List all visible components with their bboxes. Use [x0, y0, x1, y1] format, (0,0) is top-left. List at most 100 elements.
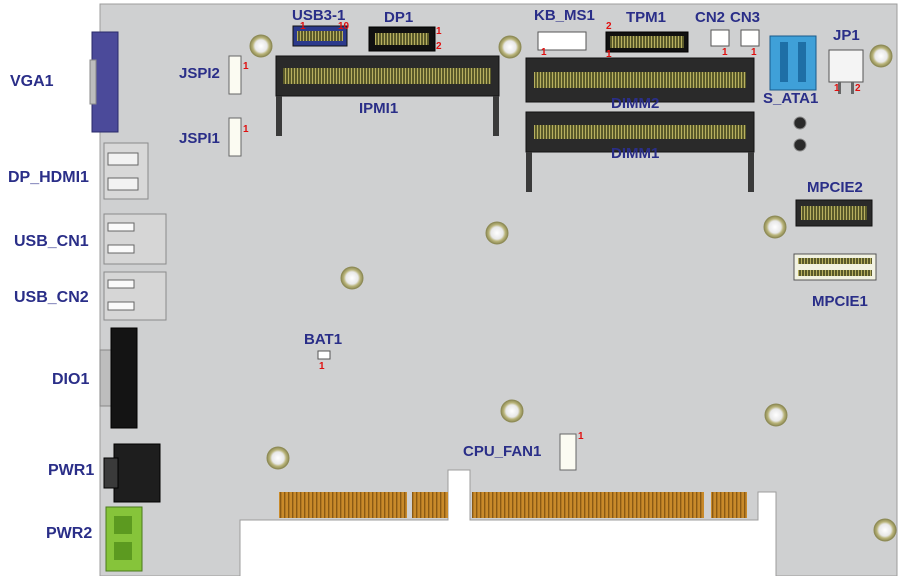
cpu-fan1-header: [559, 433, 577, 471]
pwr2-socket: [114, 542, 132, 560]
label-tpm1: TPM1: [626, 9, 667, 26]
pin-usb3-1-b: 10: [338, 21, 350, 32]
usb3-1-pins: [297, 31, 343, 41]
dimm-latch: [748, 152, 754, 192]
vga-shield: [89, 59, 97, 105]
label-bat1: BAT1: [304, 331, 343, 348]
mounting-hole: [340, 266, 364, 290]
pin-bat1: 1: [319, 361, 325, 372]
mounting-hole: [485, 221, 509, 245]
label-ipmi1: IPMI1: [359, 100, 399, 117]
dp-hdmi-port: [107, 152, 139, 166]
pin-cpu-fan1: 1: [578, 431, 584, 442]
mounting-hole: [764, 403, 788, 427]
dimm1-pins: [534, 125, 746, 139]
usb-cn2-connector: [103, 271, 167, 321]
label-dio1: DIO1: [52, 371, 90, 388]
sata-socket: [780, 42, 788, 82]
jp1-pin: [851, 82, 854, 94]
jspi2-header: [228, 55, 242, 95]
edge-finger-c: [472, 492, 704, 518]
label-jspi2: JSPI2: [179, 65, 220, 82]
pwr1-jack-front: [103, 457, 119, 489]
ipmi1-latch: [493, 96, 499, 136]
label-mpcie1: MPCIE1: [812, 293, 868, 310]
mounting-hole: [498, 35, 522, 59]
dimm-latch: [526, 152, 532, 192]
mounting-hole: [500, 399, 524, 423]
mpcie1-pins: [798, 258, 872, 264]
pin-cn3: 1: [751, 47, 757, 58]
sata-connector: [769, 35, 817, 91]
label-vga1: VGA1: [10, 73, 54, 90]
mpcie2-pins: [801, 206, 867, 220]
bat1-header: [317, 350, 331, 360]
edge-finger-d: [711, 492, 747, 518]
mounting-hole: [266, 446, 290, 470]
pwr2-socket: [114, 516, 132, 534]
usb-port: [107, 301, 135, 311]
usb-port: [107, 279, 135, 289]
mounting-hole: [249, 34, 273, 58]
usb-port: [107, 222, 135, 232]
ipmi1-latch: [276, 96, 282, 136]
pwr1-jack: [113, 443, 161, 503]
mounting-hole: [763, 215, 787, 239]
cn2-header: [710, 29, 730, 47]
pin-jp1-b: 2: [855, 83, 861, 94]
label-mpcie2: MPCIE2: [807, 179, 863, 196]
sata-socket: [798, 42, 806, 82]
label-s-ata1: S_ATA1: [763, 90, 819, 107]
mounting-hole: [869, 44, 893, 68]
label-dp1: DP1: [384, 9, 414, 26]
jp1-jumper: [828, 49, 864, 83]
mounting-holes: [249, 34, 897, 542]
pin-dp1-b: 2: [436, 41, 442, 52]
ipmi1-pins: [283, 68, 491, 84]
pin-jp1-a: 1: [834, 83, 840, 94]
label-dimm2: DIMM2: [611, 95, 660, 112]
dimm2-pins: [534, 72, 746, 88]
dp-hdmi-connector: [103, 142, 149, 200]
pin-tpm1-b: 1: [606, 49, 612, 60]
label-cn2: CN2: [695, 9, 726, 26]
usb-cn1-connector: [103, 213, 167, 265]
pin-tpm1-a: 2: [606, 21, 612, 32]
pin-dp1-a: 1: [436, 26, 442, 37]
kb-ms1-header: [537, 31, 587, 51]
label-jspi1: JSPI1: [179, 130, 220, 147]
dp-hdmi-port: [107, 177, 139, 191]
tpm1-pins: [610, 36, 684, 48]
standoff: [793, 116, 807, 130]
label-usb-cn1: USB_CN1: [14, 233, 89, 250]
label-cn3: CN3: [730, 9, 761, 26]
jspi1-header: [228, 117, 242, 157]
mpcie1-slot: [793, 253, 877, 281]
pin-usb3-1-a: 1: [300, 21, 306, 32]
jp1-pin: [838, 82, 841, 94]
label-dp-hdmi1: DP_HDMI1: [8, 169, 89, 186]
label-jp1: JP1: [833, 27, 860, 44]
label-dimm1: DIMM1: [611, 145, 660, 162]
dio-connector: [110, 327, 138, 429]
mpcie1-pins: [798, 270, 872, 276]
label-pwr1: PWR1: [48, 462, 95, 479]
label-kb-ms1: KB_MS1: [534, 7, 595, 24]
pin-jspi1: 1: [243, 124, 249, 135]
standoff: [793, 138, 807, 152]
label-usb3-1: USB3-1: [292, 7, 346, 24]
pin-jspi2: 1: [243, 61, 249, 72]
edge-finger-b: [412, 492, 448, 518]
pin-kb-ms1: 1: [541, 47, 547, 58]
usb-port: [107, 244, 135, 254]
dp1-pins: [375, 33, 429, 45]
mounting-hole: [873, 518, 897, 542]
edge-finger-a: [279, 492, 407, 518]
label-cpu-fan1: CPU_FAN1: [463, 443, 542, 460]
pin-cn2: 1: [722, 47, 728, 58]
label-usb-cn2: USB_CN2: [14, 289, 89, 306]
cn3-header: [740, 29, 760, 47]
label-pwr2: PWR2: [46, 525, 93, 542]
